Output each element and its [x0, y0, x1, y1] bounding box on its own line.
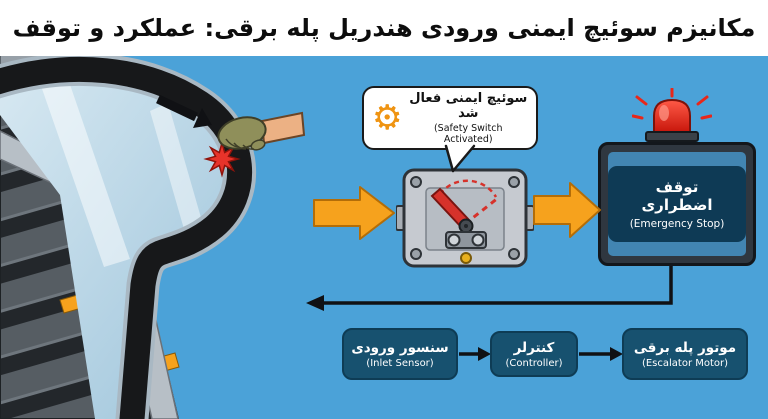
flow-box-inlet-sensor: سنسور ورودی (Inlet Sensor) — [342, 328, 458, 380]
switch-screws — [410, 176, 520, 260]
safety-switch-box-graphic — [396, 168, 534, 268]
flow-arrow-controller-to-motor-icon — [579, 347, 623, 361]
impact-star-icon — [203, 140, 241, 178]
inlet-sensor-label-en: (Inlet Sensor) — [366, 357, 434, 369]
switch-lever — [430, 179, 499, 234]
flow-arrow-sensor-to-controller-icon — [459, 347, 491, 361]
escalator-motor-label-en: (Escalator Motor) — [641, 357, 729, 369]
title-bar: مکانیزم سوئیچ ایمنی ورودی هندریل پله برق… — [0, 0, 768, 56]
hand-warning-arrow-icon — [156, 94, 212, 128]
switch-roller-assembly — [445, 231, 487, 264]
monitor: توقف اضطراری (Emergency Stop) — [598, 142, 756, 266]
escalator-graphic — [0, 55, 306, 419]
callout-label-fa: سوئیچ ایمنی فعال شد — [409, 91, 528, 121]
hand-in-glove-icon — [217, 111, 306, 151]
orange-arrow-switch-to-monitor-icon — [533, 182, 601, 238]
escalator-motor-label-fa: موتور پله برقی — [633, 339, 737, 356]
controller-label-fa: کنترلر — [513, 339, 555, 356]
beacon-rays — [632, 88, 712, 120]
handrail-band — [0, 56, 253, 419]
controller-label-en: (Controller) — [505, 357, 563, 369]
callout-bubble: ⚙ سوئیچ ایمنی فعال شد (Safety Switch Act… — [362, 86, 538, 150]
callout-text: سوئیچ ایمنی فعال شد (Safety Switch Activ… — [408, 91, 528, 145]
flow-box-escalator-motor: موتور پله برقی (Escalator Motor) — [622, 328, 748, 380]
glass-reflections — [40, 73, 206, 267]
feedback-connector — [306, 266, 673, 311]
emergency-stop-label-en: (Emergency Stop) — [629, 218, 725, 230]
monitor-screen: توقف اضطراری (Emergency Stop) — [608, 152, 746, 256]
emergency-stop-label-fa: توقف اضطراری — [641, 178, 713, 214]
gear-icon: ⚙ — [372, 98, 403, 138]
page-title: مکانیزم سوئیچ ایمنی ورودی هندریل پله برق… — [12, 14, 756, 42]
emergency-stop-panel: توقف اضطراری (Emergency Stop) — [608, 166, 746, 242]
callout-label-en: (Safety Switch Activated) — [433, 123, 503, 145]
alarm-beacon-icon — [632, 88, 712, 142]
flow-box-controller: کنترلر (Controller) — [490, 331, 578, 377]
inlet-sensor-label-fa: سنسور ورودی — [351, 339, 449, 356]
